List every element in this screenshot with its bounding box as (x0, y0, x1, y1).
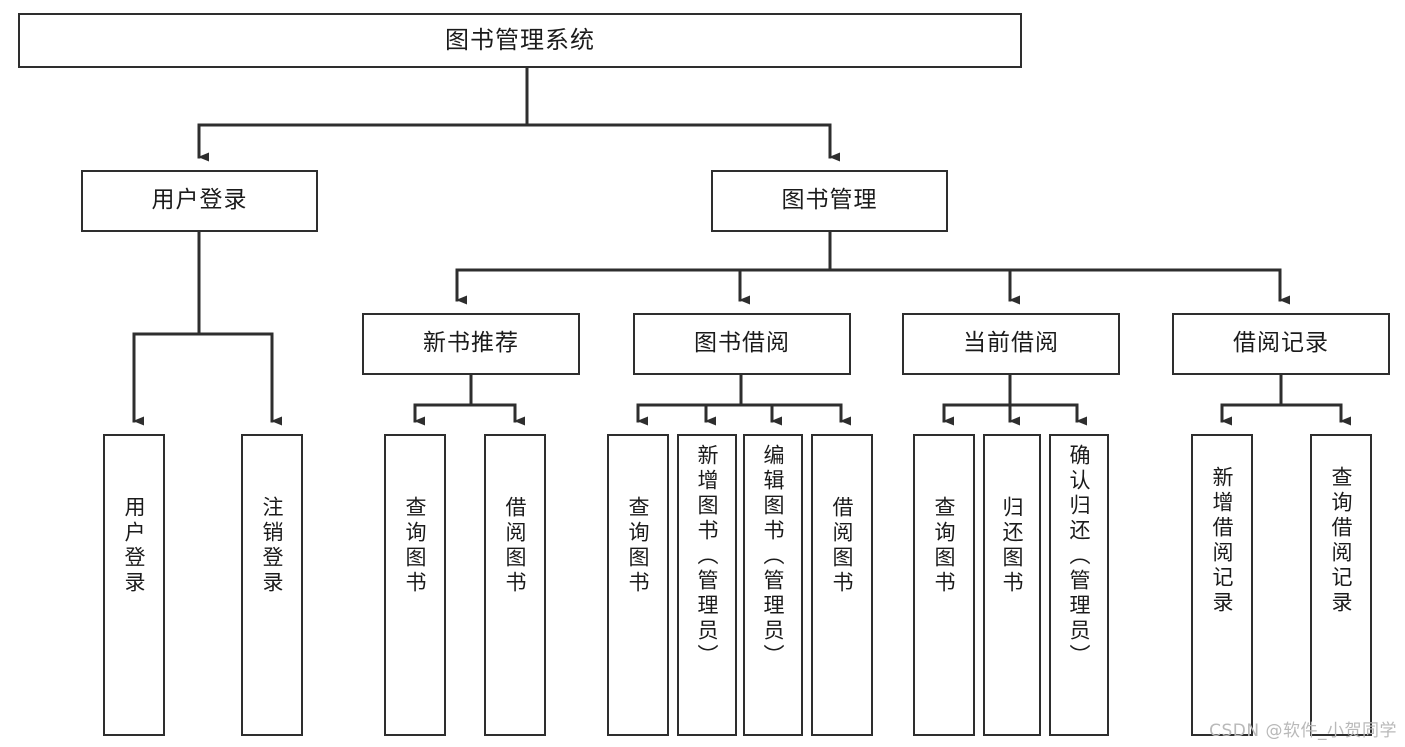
node-label: 图书管理系统 (445, 26, 595, 55)
node-root-system[interactable]: 图书管理系统 (18, 13, 1022, 68)
node-label: 当前借阅 (963, 330, 1059, 357)
leaf-borrow-book-borrow[interactable]: 借阅图书 (811, 434, 873, 736)
leaf-query-borrow-record[interactable]: 查询借阅记录 (1310, 434, 1372, 736)
node-borrow-record[interactable]: 借阅记录 (1172, 313, 1390, 375)
leaf-add-borrow-record[interactable]: 新增借阅记录 (1191, 434, 1253, 736)
node-current-borrow[interactable]: 当前借阅 (902, 313, 1120, 375)
node-label: 借阅图书 (830, 496, 855, 596)
node-label: 查询借阅记录 (1329, 466, 1354, 616)
node-new-book-recommend[interactable]: 新书推荐 (362, 313, 580, 375)
node-label: 查询图书 (403, 496, 428, 596)
node-book-borrow[interactable]: 图书借阅 (633, 313, 851, 375)
leaf-return-book[interactable]: 归还图书 (983, 434, 1041, 736)
leaf-borrow-book-recommend[interactable]: 借阅图书 (484, 434, 546, 736)
leaf-query-book-current[interactable]: 查询图书 (913, 434, 975, 736)
node-label: 新书推荐 (423, 330, 519, 357)
leaf-query-book-recommend[interactable]: 查询图书 (384, 434, 446, 736)
node-label: 借阅记录 (1233, 330, 1329, 357)
node-label: 新增借阅记录 (1210, 466, 1235, 616)
node-label: 确认归还（管理员） (1067, 444, 1092, 669)
node-label: 新增图书（管理员） (695, 444, 720, 669)
node-label: 借阅图书 (503, 496, 528, 596)
node-label: 图书借阅 (694, 330, 790, 357)
node-label: 用户登录 (151, 187, 248, 214)
csdn-watermark: CSDN @软件_小贺同学 (1209, 721, 1397, 741)
node-label: 注销登录 (260, 496, 285, 596)
leaf-add-book-admin[interactable]: 新增图书（管理员） (677, 434, 737, 736)
node-label: 编辑图书（管理员） (761, 444, 786, 669)
node-book-management[interactable]: 图书管理 (711, 170, 948, 232)
leaf-logout-login[interactable]: 注销登录 (241, 434, 303, 736)
node-label: 用户登录 (122, 496, 147, 596)
node-label: 归还图书 (1000, 496, 1025, 596)
leaf-user-login[interactable]: 用户登录 (103, 434, 165, 736)
leaf-query-book-borrow[interactable]: 查询图书 (607, 434, 669, 736)
leaf-edit-book-admin[interactable]: 编辑图书（管理员） (743, 434, 803, 736)
node-label: 图书管理 (781, 187, 878, 214)
node-label: 查询图书 (626, 496, 651, 596)
leaf-confirm-return-admin[interactable]: 确认归还（管理员） (1049, 434, 1109, 736)
node-label: 查询图书 (932, 496, 957, 596)
node-user-login[interactable]: 用户登录 (81, 170, 318, 232)
